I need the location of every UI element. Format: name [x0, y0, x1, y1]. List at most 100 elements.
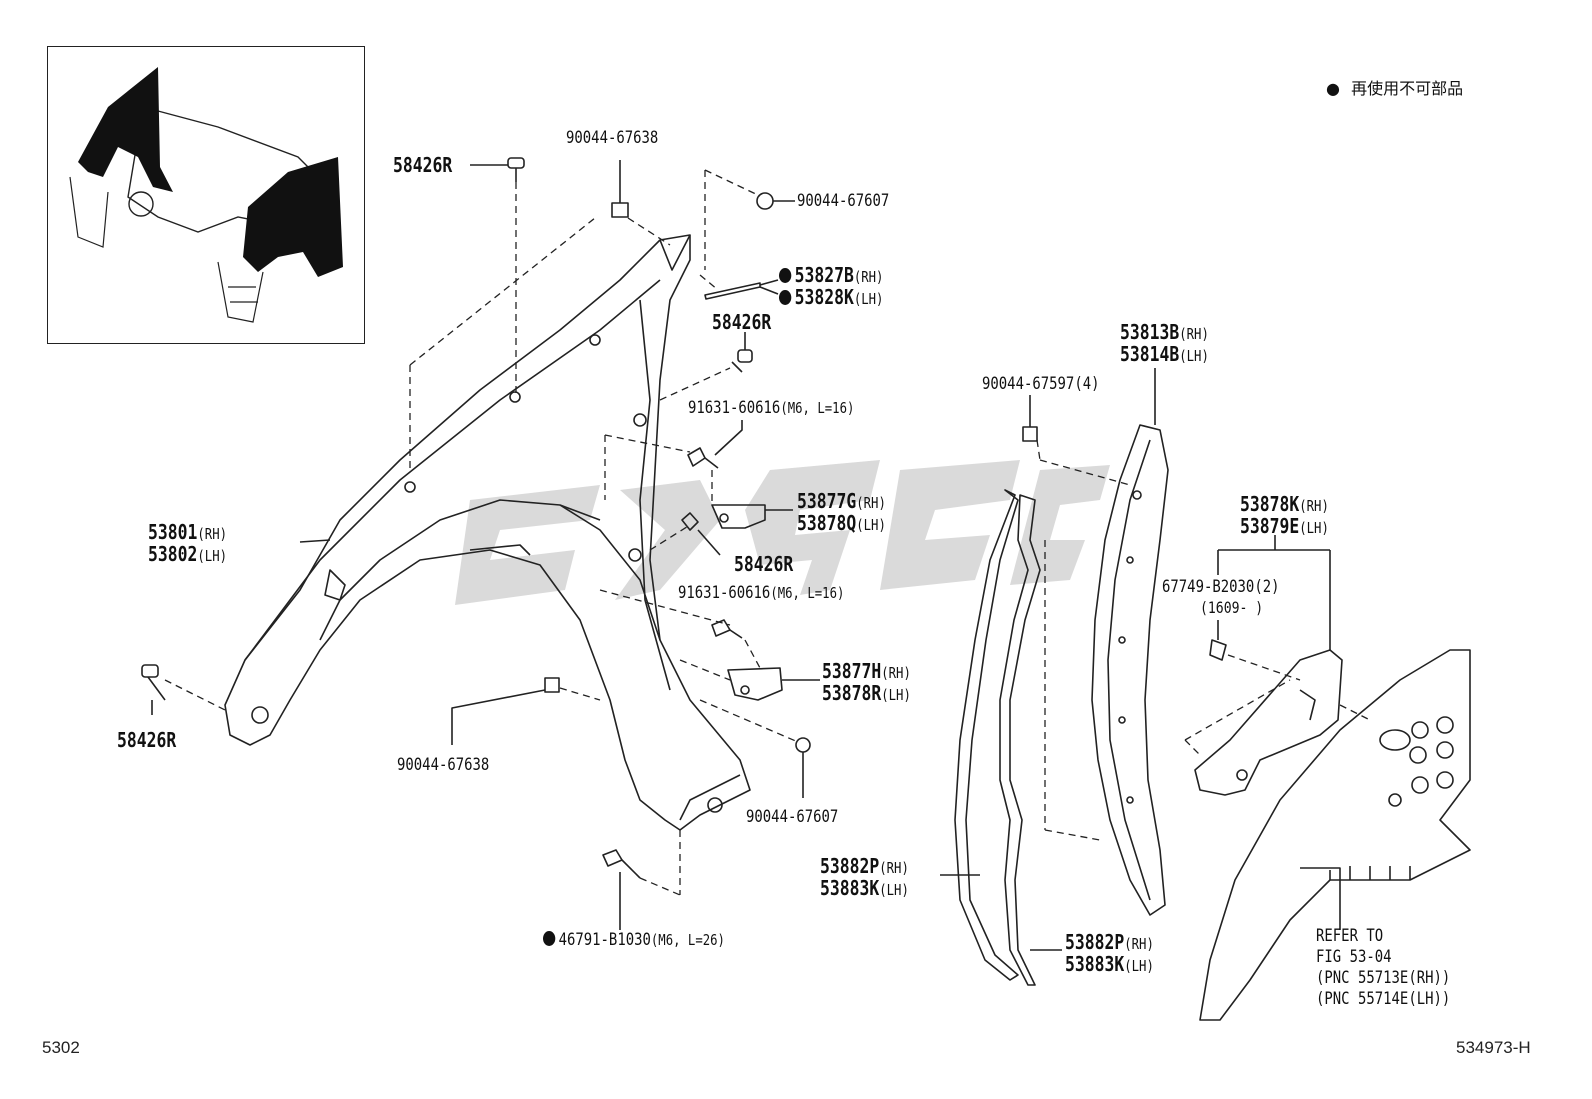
plate-53827B: [704, 279, 779, 300]
spec: (M6, L=16): [780, 399, 855, 417]
part-number: 91631-60616: [678, 583, 771, 603]
side: (LH): [1299, 519, 1329, 537]
part-number: 91631-60616: [688, 398, 781, 418]
side: (RH): [1299, 497, 1329, 515]
overview-inset: [47, 46, 365, 344]
bolt-58426R-top: [470, 157, 525, 182]
panel-53813B: [1091, 424, 1169, 916]
refer-line: (PNC 55713E(RH)): [1316, 968, 1451, 988]
inner-panel-55713E: [1199, 649, 1471, 1021]
callout-67749-B2030: 67749-B2030(2): [1162, 576, 1280, 598]
part-number: 53882P: [1065, 930, 1125, 954]
callout-58426R: 58426R: [712, 311, 771, 333]
callout-53883K: 53883K(LH): [1065, 953, 1154, 977]
callout-53878K: 53878K(RH): [1240, 493, 1329, 517]
non-reusable-marker: [779, 290, 792, 305]
side: (RH): [879, 859, 909, 877]
part-number: 53883K: [1065, 952, 1125, 976]
part-number: 53878R: [822, 681, 882, 705]
part-number: 53827B: [794, 263, 854, 287]
part-number: 90044-67638: [397, 755, 490, 775]
seal-53882P-inner: [999, 494, 1041, 986]
non-reusable-marker: [779, 268, 792, 283]
callout-67749-date: (1609- ): [1200, 597, 1263, 619]
fender-outline: [224, 234, 751, 831]
part-number: 53882P: [820, 854, 880, 878]
bolt-58426R-mid: [731, 332, 753, 373]
bolt-58426R-left: [141, 664, 166, 715]
side: (LH): [879, 881, 909, 899]
bracket-53877G: [711, 504, 793, 529]
callout-53878Q: 53878Q(LH): [797, 512, 886, 536]
part-number: 67749-B2030(2): [1162, 577, 1280, 597]
callout-53878R: 53878R(LH): [822, 682, 911, 706]
bolt-91631-b: [711, 619, 743, 639]
side: (RH): [856, 494, 886, 512]
callout-58426R: 58426R: [734, 553, 793, 575]
refer-note: REFER TO FIG 53-04 (PNC 55713E(RH)) (PNC…: [1316, 926, 1450, 1010]
part-number: 90044-67597(4): [982, 374, 1100, 394]
callout-58426R: 58426R: [117, 729, 176, 751]
part-number: 90044-67607: [746, 807, 839, 827]
callout-53801: 53801(RH): [148, 521, 227, 545]
part-number: 90044-67638: [566, 128, 659, 148]
side: (RH): [1179, 325, 1209, 343]
refer-line: REFER TO: [1316, 926, 1384, 946]
bracket-53877H: [727, 667, 820, 701]
refer-line: (PNC 55714E(LH)): [1316, 989, 1451, 1009]
callout-53828K: 53828K(LH): [779, 286, 883, 310]
callout-91631-60616: 91631-60616(M6, L=16): [678, 582, 844, 604]
part-number: 53879E: [1240, 514, 1300, 538]
side: (LH): [1179, 347, 1209, 365]
clip-90044-67638-bot: [451, 677, 560, 745]
callout-90044-67607: 90044-67607: [797, 190, 889, 212]
nut-90044-67607-top: [756, 192, 795, 210]
side: (RH): [853, 268, 884, 286]
fender-right-silhouette: [243, 157, 343, 277]
callout-90044-67597: 90044-67597(4): [982, 373, 1100, 395]
clip-67749: [1209, 620, 1227, 661]
side: (RH): [197, 525, 228, 543]
part-number: 53883K: [820, 876, 880, 900]
callout-53877G: 53877G(RH): [797, 490, 886, 514]
legend: ● 再使用不可部品: [1326, 75, 1463, 99]
part-number: 53828K: [794, 285, 854, 309]
callout-53814B: 53814B(LH): [1120, 343, 1209, 367]
callout-91631-60616: 91631-60616(M6, L=16): [688, 397, 854, 419]
callout-53879E: 53879E(LH): [1240, 515, 1329, 539]
callout-53813B: 53813B(RH): [1120, 321, 1209, 345]
part-number: 90044-67607: [797, 191, 890, 211]
part-number: 53802: [148, 542, 198, 566]
bolt-91631-a: [687, 420, 743, 469]
fender-left-silhouette: [78, 67, 173, 192]
legend-marker: ●: [1326, 79, 1340, 98]
callout-90044-67638: 90044-67638: [566, 127, 658, 149]
callout-53882P: 53882P(RH): [820, 855, 909, 879]
part-number: 53878Q: [797, 511, 857, 535]
side: (RH): [881, 664, 911, 682]
clip-90044-67597: [1022, 395, 1038, 442]
part-number: 46791-B1030: [558, 930, 651, 950]
side: (LH): [856, 516, 886, 534]
part-number: 58426R: [393, 153, 453, 177]
side: (RH): [1124, 935, 1154, 953]
callout-58426R: 58426R: [393, 154, 452, 176]
callout-53882P: 53882P(RH): [1065, 931, 1154, 955]
cover-53878K: [1194, 649, 1343, 796]
part-number: 53877G: [797, 489, 857, 513]
clip-90044-67638-top: [611, 160, 629, 218]
callout-53883K: 53883K(LH): [820, 877, 909, 901]
side: (LH): [881, 686, 911, 704]
production-date: (1609- ): [1200, 598, 1264, 617]
part-number: 58426R: [117, 728, 177, 752]
part-number: 53878K: [1240, 492, 1300, 516]
callout-90044-67607: 90044-67607: [746, 806, 838, 828]
spec: (M6, L=16): [770, 584, 845, 602]
side: (LH): [197, 547, 228, 565]
part-number: 53814B: [1120, 342, 1180, 366]
callout-53827B: 53827B(RH): [779, 264, 883, 288]
overview-drawing: [69, 67, 343, 323]
nut-90044-67607-bot: [795, 737, 811, 798]
